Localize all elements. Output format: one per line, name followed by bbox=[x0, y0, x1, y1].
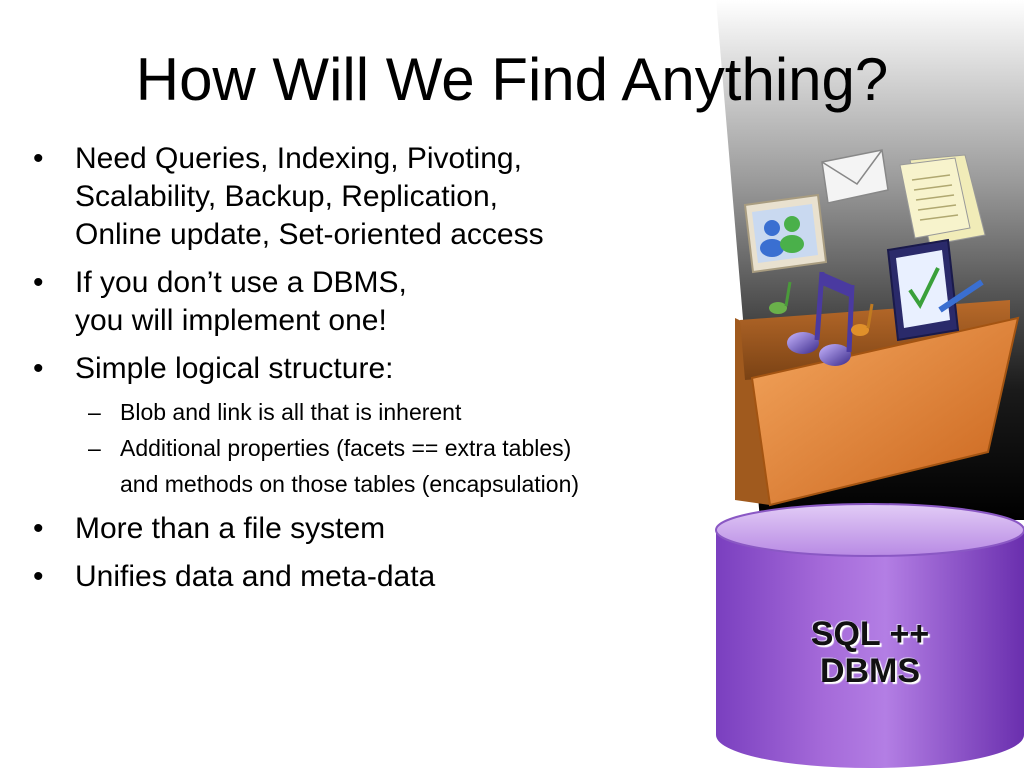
envelope-icon bbox=[821, 149, 889, 204]
bullet-marker: • bbox=[33, 560, 44, 593]
bullet-marker: • bbox=[33, 142, 44, 175]
people-photo-icon bbox=[743, 193, 828, 274]
bullet-item: • Simple logical structure: bbox=[30, 350, 730, 388]
sub-bullet-item: – Blob and link is all that is inherent bbox=[30, 394, 730, 430]
sub-bullet-marker: – bbox=[88, 435, 101, 461]
bullet-marker: • bbox=[33, 352, 44, 385]
bullet-item: • If you don’t use a DBMS, you will impl… bbox=[33, 266, 407, 337]
bullet-item: • More than a file system bbox=[30, 510, 730, 548]
bullet-item: • Need Queries, Indexing, Pivoting, Scal… bbox=[33, 142, 544, 251]
database-illustration bbox=[715, 0, 1024, 768]
database-label: SQL ++ DBMS bbox=[810, 615, 930, 690]
slide-title: How Will We Find Anything? bbox=[135, 46, 889, 113]
music-notes-icon bbox=[769, 271, 874, 366]
bullet-item: • Unifies data and meta-data bbox=[30, 558, 730, 596]
database-cylinder-icon bbox=[715, 503, 1024, 768]
sub-bullet-item: – Additional properties (facets == extra… bbox=[30, 430, 730, 502]
bullet-marker: • bbox=[33, 512, 44, 545]
documents-icon bbox=[899, 154, 986, 246]
bullet-list: • Need Queries, Indexing, Pivoting, Scal… bbox=[30, 140, 730, 606]
sub-bullet-marker: – bbox=[88, 399, 101, 425]
bullet-marker: • bbox=[33, 266, 44, 299]
sub-bullet-list: – Blob and link is all that is inherent … bbox=[30, 394, 730, 502]
tablet-checkmark-icon bbox=[886, 238, 984, 342]
